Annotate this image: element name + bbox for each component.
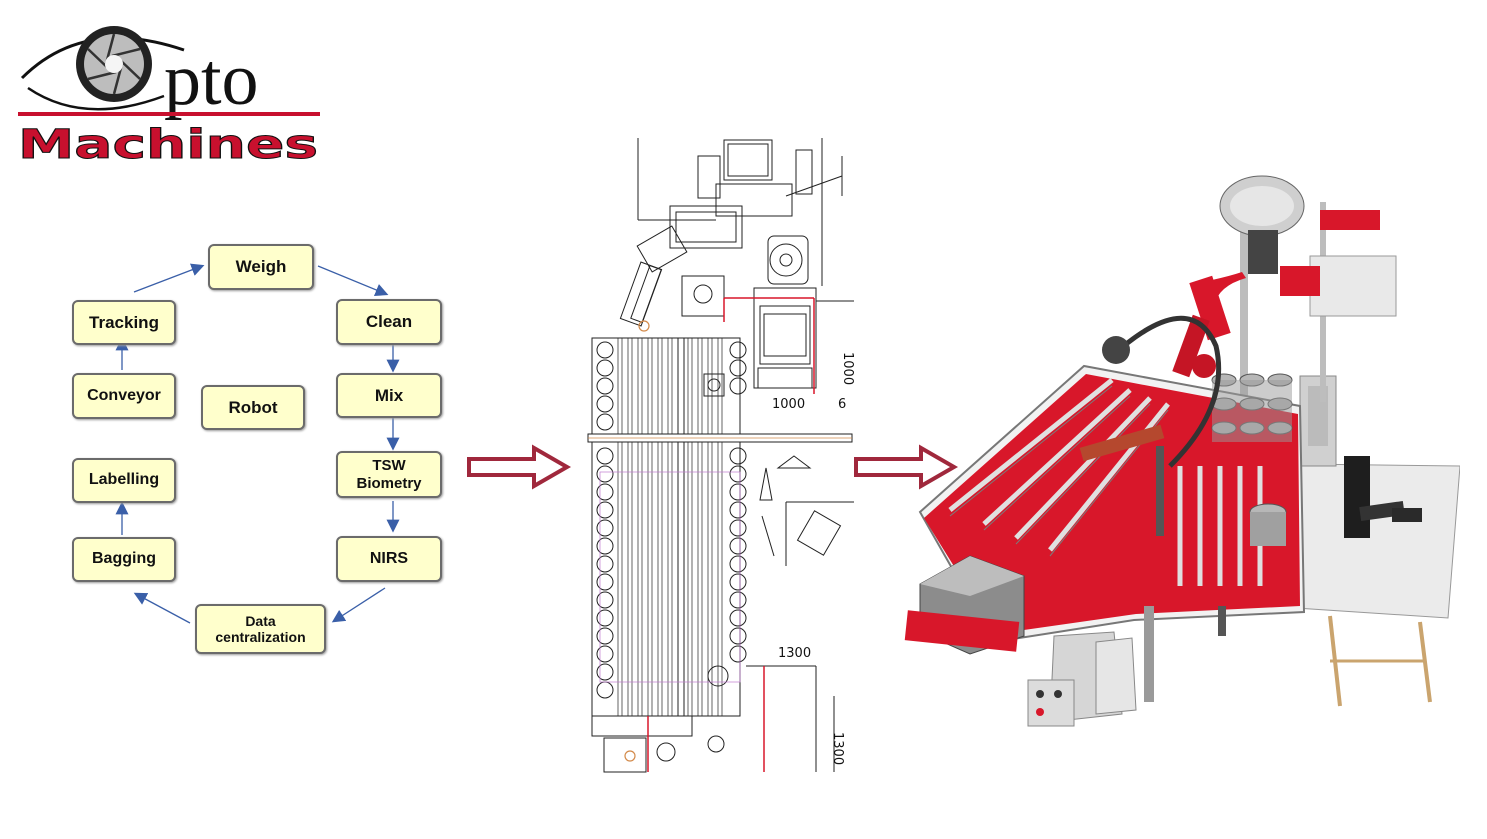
node-clean-label: Clean: [365, 312, 413, 332]
eye-icon: [20, 26, 185, 111]
node-bagging: Bagging: [72, 537, 176, 582]
arrow-weigh-clean: [317, 265, 389, 297]
dimension-1000-horizontal: 1000: [772, 397, 805, 412]
node-nirs: NIRS: [336, 536, 442, 582]
logo-word-machines: Machines: [18, 122, 318, 166]
node-mix: Mix: [336, 373, 442, 418]
opto-machines-logo: pto Machines: [18, 26, 320, 166]
dimension-1300-horizontal: 1300: [778, 646, 811, 661]
arrow-nirs-data: [331, 587, 386, 623]
dimension-1000-vertical: 1000: [840, 352, 854, 385]
node-data-centralization: Data centralization: [195, 604, 326, 654]
transition-arrow-2: [854, 444, 959, 490]
logo-word-pto: pto: [164, 39, 259, 121]
dimension-1300-vertical: 1300: [830, 732, 845, 765]
machine-photo: [904, 175, 1460, 727]
dimension-partial: 6: [838, 397, 846, 412]
node-conveyor: Conveyor: [72, 373, 176, 419]
node-tracking-label: Tracking: [89, 312, 159, 332]
node-mix-label: Mix: [374, 385, 404, 405]
node-robot: Robot: [201, 385, 305, 430]
arrow-data-bagging: [133, 592, 191, 624]
node-labelling: Labelling: [72, 458, 176, 503]
transition-arrow-1: [467, 444, 572, 490]
node-bagging-label: Bagging: [92, 550, 156, 568]
node-data-label: Data: [245, 612, 276, 629]
arrow-tracking-weigh: [133, 263, 205, 293]
node-centralization-label: centralization: [215, 629, 306, 645]
node-clean: Clean: [336, 299, 442, 345]
node-labelling-label: Labelling: [88, 471, 160, 489]
node-tsw-biometry: TSW Biometry: [336, 451, 442, 498]
node-nirs-label: NIRS: [369, 549, 409, 567]
node-weigh-label: Weigh: [235, 257, 287, 277]
node-weigh: Weigh: [208, 244, 314, 290]
node-tracking: Tracking: [72, 300, 176, 345]
logo-underline: [18, 112, 320, 116]
node-conveyor-label: Conveyor: [87, 386, 161, 404]
node-robot-label: Robot: [228, 397, 278, 417]
technical-drawing: 1000 1000 6 1300 1300: [587, 138, 854, 773]
node-biometry-label: Biometry: [356, 474, 422, 492]
node-tsw-label: TSW: [372, 457, 406, 475]
